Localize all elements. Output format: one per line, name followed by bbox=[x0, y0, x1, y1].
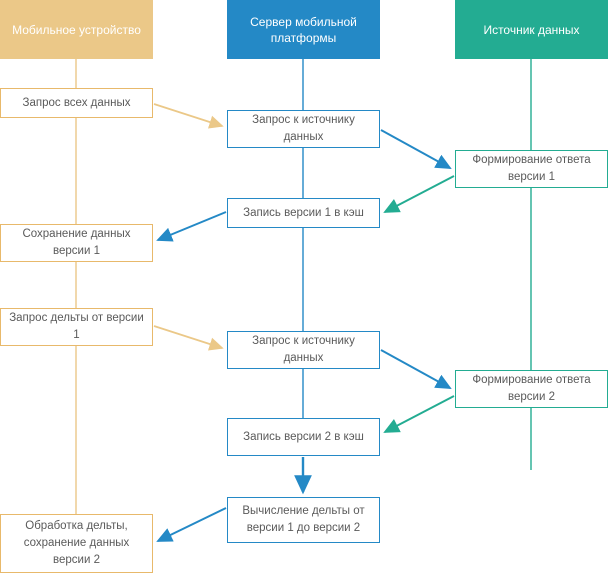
lane-header-mobile-label: Мобильное устройство bbox=[12, 22, 141, 37]
edge-n10-n11 bbox=[156, 507, 227, 542]
edge-n8-n9 bbox=[383, 395, 455, 433]
lane-header-source[interactable]: Источник данных bbox=[455, 0, 608, 59]
node-request-all-data[interactable]: Запрос всех данных bbox=[0, 88, 153, 118]
node-label: Сохранение данных версии 1 bbox=[22, 228, 131, 257]
node-process-delta-save-v2[interactable]: Обработка дельты, сохранение данных верс… bbox=[0, 514, 153, 573]
node-label: Формирование ответа версии 1 bbox=[472, 154, 591, 183]
node-label: Запрос дельты от версии 1 bbox=[9, 312, 144, 341]
lane-header-server-label: Сервер мобильной платформы bbox=[250, 14, 357, 45]
node-request-to-source-v1[interactable]: Запрос к источнику данных bbox=[227, 110, 380, 148]
node-label: Обработка дельты, сохранение данных верс… bbox=[23, 520, 130, 566]
node-save-data-v1[interactable]: Сохранение данных версии 1 bbox=[0, 224, 153, 262]
node-cache-write-v2[interactable]: Запись версии 2 в кэш bbox=[227, 418, 380, 456]
lane-header-mobile[interactable]: Мобильное устройство bbox=[0, 0, 153, 59]
edge-n1-n2 bbox=[153, 103, 224, 129]
lane-header-server[interactable]: Сервер мобильной платформы bbox=[227, 0, 380, 59]
node-request-delta-from-v1[interactable]: Запрос дельты от версии 1 bbox=[0, 308, 153, 346]
edge-n6-n7 bbox=[153, 325, 224, 351]
node-label: Запрос к источнику данных bbox=[252, 114, 355, 143]
node-label: Запись версии 1 в кэш bbox=[243, 206, 364, 219]
edge-n3-n4 bbox=[383, 175, 455, 213]
node-label: Формирование ответа версии 2 bbox=[472, 374, 591, 403]
node-request-to-source-v2[interactable]: Запрос к источнику данных bbox=[227, 331, 380, 369]
edge-n2-n3 bbox=[380, 129, 452, 169]
node-compute-delta[interactable]: Вычисление дельты от версии 1 до версии … bbox=[227, 497, 380, 543]
node-label: Вычисление дельты от версии 1 до версии … bbox=[242, 505, 365, 534]
edge-n7-n8 bbox=[380, 349, 452, 389]
node-label: Запрос всех данных bbox=[22, 96, 131, 109]
node-label: Запись версии 2 в кэш bbox=[243, 430, 364, 443]
node-build-response-v2[interactable]: Формирование ответа версии 2 bbox=[455, 370, 608, 408]
edge-n4-n5 bbox=[156, 211, 227, 242]
node-build-response-v1[interactable]: Формирование ответа версии 1 bbox=[455, 150, 608, 188]
node-label: Запрос к источнику данных bbox=[252, 335, 355, 364]
lane-header-source-label: Источник данных bbox=[483, 22, 580, 37]
node-cache-write-v1[interactable]: Запись версии 1 в кэш bbox=[227, 198, 380, 228]
